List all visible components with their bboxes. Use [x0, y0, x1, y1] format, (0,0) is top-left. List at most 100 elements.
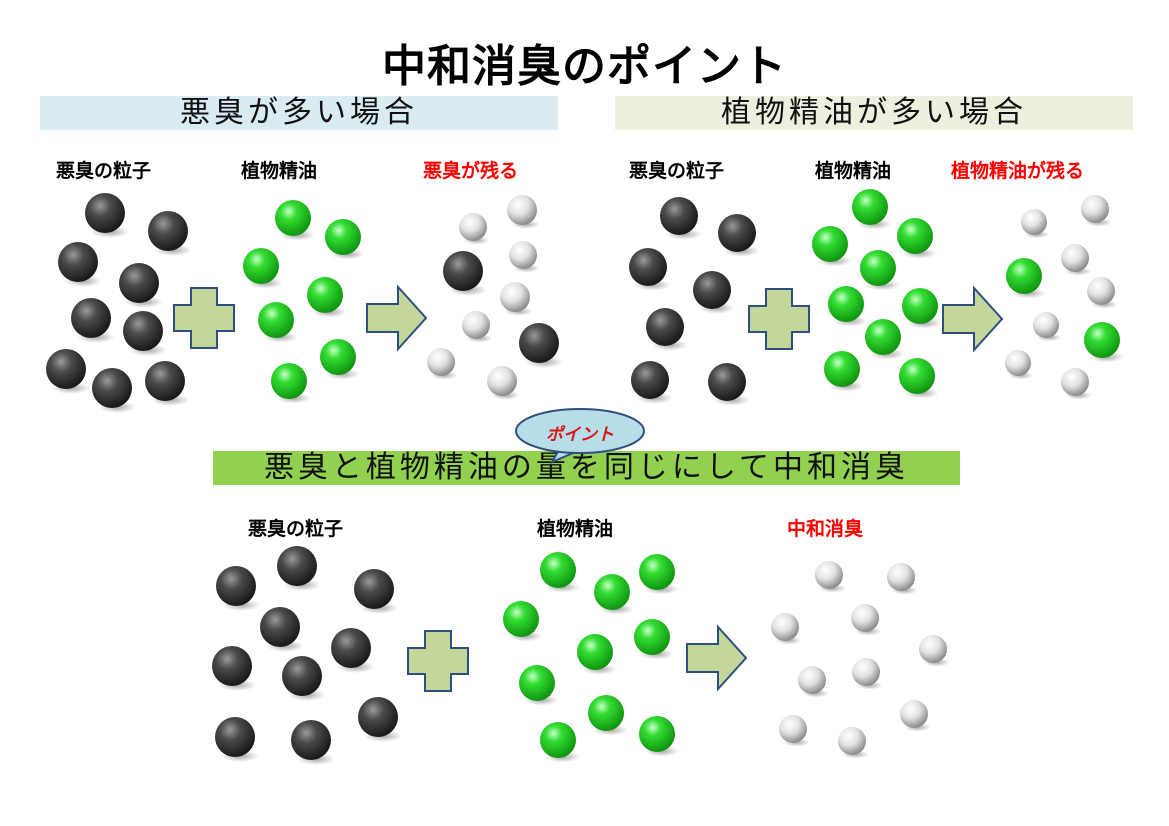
neutralized-particle	[1061, 244, 1092, 276]
odor-particle	[708, 363, 750, 406]
plant-oil-particle	[307, 277, 347, 318]
neutralized-particle	[487, 366, 520, 400]
arrow-right-icon	[366, 286, 427, 350]
odor-particle	[629, 248, 671, 291]
label-odor-particles: 悪臭の粒子	[629, 160, 725, 182]
neutralized-particle	[1087, 277, 1118, 309]
odor-particle	[660, 197, 702, 240]
plant-oil-particle	[271, 363, 311, 404]
neutralized-particle	[798, 666, 829, 698]
neutralized-particle	[887, 563, 918, 595]
neutralized-particle	[459, 213, 490, 245]
neutralized-particle	[919, 635, 950, 667]
neutralized-particle	[1081, 195, 1112, 227]
header-many-odor: 悪臭が多い場合	[40, 96, 558, 130]
neutralized-particle	[779, 715, 810, 747]
odor-particle	[71, 298, 115, 343]
neutralized-particle	[462, 311, 493, 343]
odor-particle	[277, 546, 321, 591]
odor-particle	[119, 263, 163, 308]
plant-oil-particle	[577, 634, 617, 675]
odor-particle	[358, 697, 402, 742]
plant-oil-particle	[902, 288, 942, 329]
odor-particle	[216, 566, 260, 611]
label-neutralized: 中和消臭	[787, 518, 864, 540]
plant-oil-particle	[243, 248, 283, 289]
neutralized-particle	[815, 561, 846, 593]
plant-oil-particle	[320, 339, 360, 380]
odor-particle	[215, 717, 259, 762]
arrow-right-icon	[942, 287, 1003, 351]
odor-particle	[260, 607, 304, 652]
plant-oil-particle	[860, 250, 900, 291]
odor-particle	[145, 361, 189, 406]
plant-oil-particle	[275, 200, 315, 241]
label-oil-remains: 植物精油が残る	[951, 160, 1085, 182]
odor-particle	[291, 720, 335, 765]
plant-oil-particle	[639, 554, 679, 595]
label-plant-oil: 植物精油	[537, 518, 614, 540]
neutralized-particle	[900, 700, 931, 732]
plant-oil-particle	[258, 302, 298, 343]
page-title: 中和消臭のポイント	[382, 41, 787, 92]
neutralized-particle	[771, 613, 802, 645]
plus-icon	[407, 630, 469, 692]
plant-oil-particle	[828, 286, 868, 327]
point-bubble	[515, 408, 645, 465]
point-bubble-label: ポイント	[546, 425, 614, 445]
label-odor-particles: 悪臭の粒子	[56, 160, 152, 182]
neutralized-particle	[852, 658, 883, 690]
plus-icon	[748, 288, 810, 350]
odor-particle	[631, 361, 673, 404]
label-odor-remains: 悪臭が残る	[423, 160, 519, 182]
plant-oil-particle	[1006, 258, 1046, 299]
neutralized-particle	[500, 282, 533, 316]
neutralized-particle	[1061, 368, 1092, 400]
plant-oil-particle	[588, 695, 628, 736]
odor-particle	[354, 569, 398, 614]
odor-particle	[693, 271, 735, 314]
plant-oil-particle	[824, 351, 864, 392]
odor-particle	[443, 251, 487, 296]
odor-particle	[46, 349, 90, 394]
plant-oil-particle	[865, 319, 905, 360]
plant-oil-particle	[812, 226, 852, 267]
header-equal-amount: 悪臭と植物精油の量を同じにして中和消臭	[213, 451, 960, 485]
odor-particle	[58, 242, 102, 287]
neutralized-particle	[507, 195, 540, 229]
odor-particle	[85, 193, 129, 238]
header-many-oil: 植物精油が多い場合	[615, 96, 1133, 130]
plant-oil-particle	[897, 218, 937, 259]
odor-particle	[92, 368, 136, 413]
arrow-right-icon	[686, 626, 747, 690]
label-odor-particles: 悪臭の粒子	[248, 518, 344, 540]
plant-oil-particle	[325, 219, 365, 260]
odor-particle	[148, 211, 192, 256]
neutralized-particle	[851, 604, 882, 636]
plant-oil-particle	[540, 722, 580, 763]
neutralized-particle	[1033, 312, 1062, 342]
neutralized-particle	[427, 348, 458, 380]
plant-oil-particle	[1084, 322, 1124, 363]
odor-particle	[282, 656, 326, 701]
plant-oil-particle	[594, 574, 634, 615]
neutralized-particle	[838, 727, 869, 759]
plant-oil-particle	[899, 358, 939, 399]
plant-oil-particle	[519, 665, 559, 706]
plant-oil-particle	[634, 619, 674, 660]
neutralized-particle	[1005, 350, 1034, 380]
plus-icon	[173, 287, 235, 349]
odor-particle	[519, 323, 563, 368]
neutralized-particle	[509, 241, 540, 273]
neutralized-particle	[1021, 209, 1050, 239]
plant-oil-particle	[503, 601, 543, 642]
odor-particle	[212, 646, 256, 691]
plant-oil-particle	[852, 189, 892, 230]
odor-particle	[646, 308, 688, 351]
odor-particle	[718, 214, 760, 257]
plant-oil-particle	[540, 552, 580, 593]
label-plant-oil: 植物精油	[815, 160, 892, 182]
odor-particle	[123, 311, 167, 356]
odor-particle	[331, 628, 375, 673]
